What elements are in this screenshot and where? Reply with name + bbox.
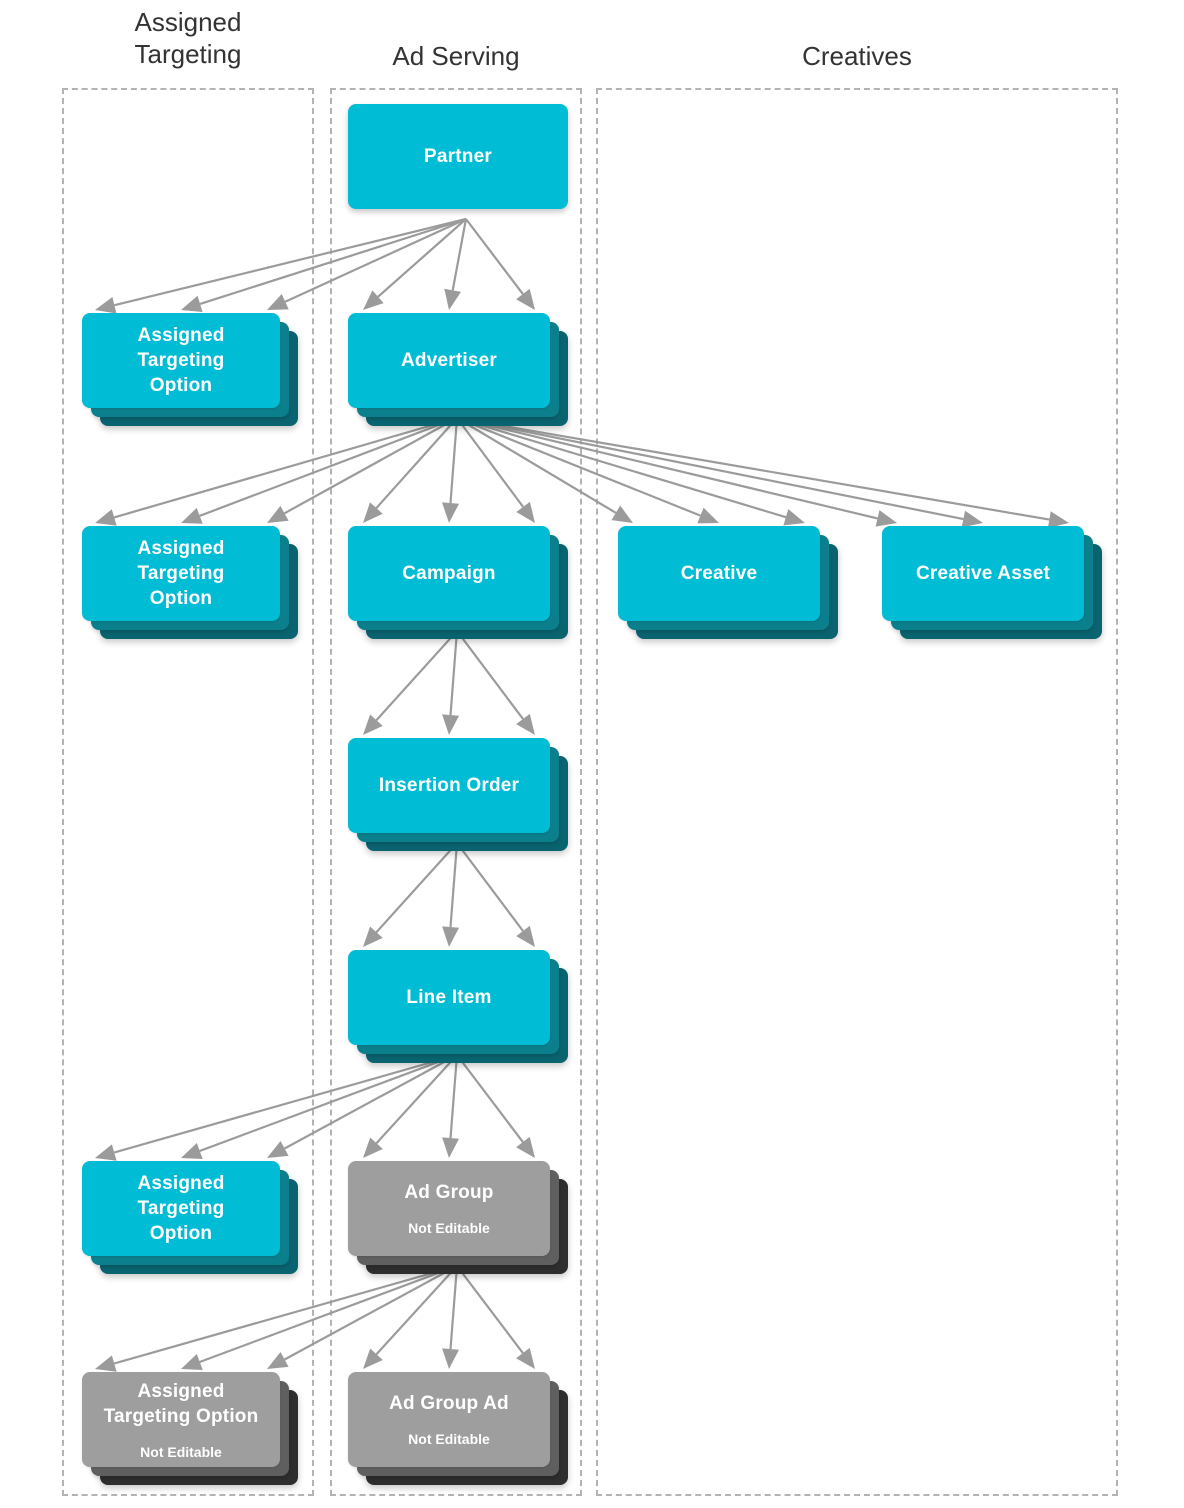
column-header-ad-serving: Ad Serving <box>392 41 520 71</box>
node-face: Ad Group Ad Not Editable <box>348 1372 550 1467</box>
node-face: Creative <box>618 526 820 621</box>
node-face: Assigned Targeting Option Not Editable <box>82 1372 280 1467</box>
node-status-label: Not Editable <box>408 1220 490 1236</box>
node-status-label: Not Editable <box>408 1431 490 1447</box>
group-column-ad-serving <box>330 88 582 1496</box>
node-face: Assigned Targeting Option <box>82 1161 280 1256</box>
group-column-assigned-targeting <box>62 88 314 1496</box>
node-assigned-targeting-option-adgroup[interactable]: Assigned Targeting Option Not Editable <box>82 1372 298 1485</box>
node-face: Line Item <box>348 950 550 1045</box>
node-title: Assigned Targeting Option <box>137 538 225 609</box>
node-title: Line Item <box>406 987 492 1008</box>
column-header-creatives: Creatives <box>802 41 912 71</box>
node-face: Assigned Targeting Option <box>82 526 280 621</box>
node-assigned-targeting-option-advertiser[interactable]: Assigned Targeting Option <box>82 526 298 639</box>
node-ad-group[interactable]: Ad Group Not Editable <box>348 1161 568 1274</box>
node-face: Campaign <box>348 526 550 621</box>
node-title: Creative <box>680 563 758 584</box>
column-header-assigned-targeting: Assigned Targeting <box>134 7 242 69</box>
node-assigned-targeting-option-partner[interactable]: Assigned Targeting Option <box>82 313 298 426</box>
node-title: Assigned Targeting Option <box>137 1173 225 1244</box>
node-creative-asset[interactable]: Creative Asset <box>882 526 1102 639</box>
node-title: Assigned Targeting Option <box>103 1380 259 1427</box>
node-face: Assigned Targeting Option <box>82 313 280 408</box>
node-title: Advertiser <box>401 350 497 371</box>
node-line-item[interactable]: Line Item <box>348 950 568 1063</box>
node-title: Ad Group <box>404 1182 494 1203</box>
node-campaign[interactable]: Campaign <box>348 526 568 639</box>
node-face: Insertion Order <box>348 738 550 833</box>
node-title: Insertion Order <box>378 775 520 796</box>
node-partner-title: Partner <box>424 146 492 167</box>
node-face: Advertiser <box>348 313 550 408</box>
group-column-creatives <box>596 88 1118 1496</box>
node-face: Creative Asset <box>882 526 1084 621</box>
node-advertiser[interactable]: Advertiser <box>348 313 568 426</box>
node-ad-group-ad[interactable]: Ad Group Ad Not Editable <box>348 1372 568 1485</box>
node-assigned-targeting-option-lineitem[interactable]: Assigned Targeting Option <box>82 1161 298 1274</box>
node-partner[interactable]: Partner <box>348 104 568 209</box>
node-title: Campaign <box>402 563 496 584</box>
node-title: Ad Group Ad <box>389 1393 509 1414</box>
node-partner-face: Partner <box>348 104 568 209</box>
node-status-label: Not Editable <box>140 1443 222 1460</box>
node-title: Assigned Targeting Option <box>137 325 225 396</box>
node-insertion-order[interactable]: Insertion Order <box>348 738 568 851</box>
node-face: Ad Group Not Editable <box>348 1161 550 1256</box>
node-creative[interactable]: Creative <box>618 526 838 639</box>
node-title: Creative Asset <box>915 563 1051 584</box>
